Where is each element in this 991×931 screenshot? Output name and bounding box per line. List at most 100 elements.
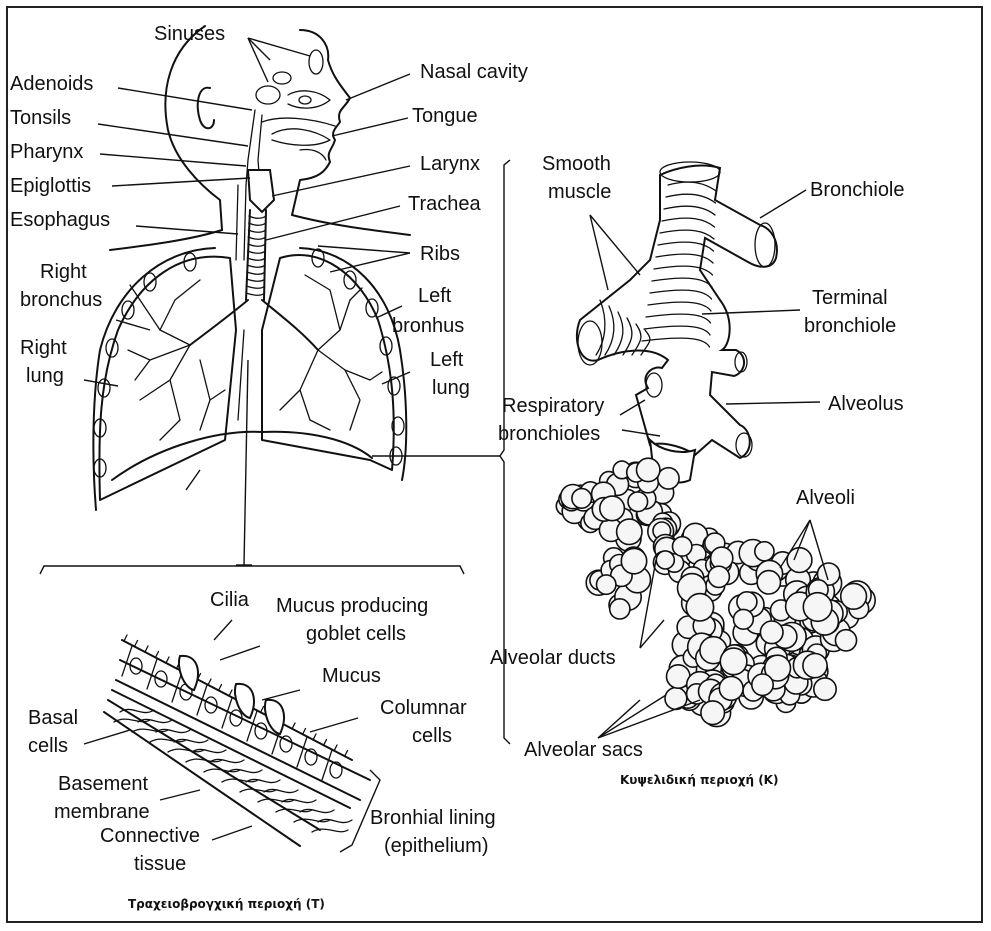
alveolus-ball — [686, 594, 713, 621]
alveolus-ball — [803, 654, 827, 678]
bronchus-branch — [160, 380, 180, 440]
bronchus-branch — [300, 350, 318, 420]
cilium — [345, 751, 348, 757]
label-alveolar-sacs: Alveolar sacs — [524, 739, 643, 761]
cell-wall — [322, 750, 332, 780]
alveolus-ball — [755, 542, 774, 561]
label-adenoids: Adenoids — [10, 73, 93, 95]
bronchus-branch — [310, 420, 330, 430]
alveolus-ball — [737, 592, 757, 612]
trachea-ring — [247, 258, 265, 260]
bronchiole-illustration — [577, 162, 777, 482]
trachea-ring — [248, 230, 265, 232]
trachea-ring — [247, 272, 265, 274]
label-left-lung-2: lung — [432, 377, 470, 399]
label-alveolus: Alveolus — [828, 393, 904, 415]
label-ribs: Ribs — [420, 243, 460, 265]
alveolus-ball — [701, 701, 725, 725]
rib-oval — [344, 271, 356, 289]
cilium — [313, 734, 316, 740]
label-epiglottis: Epiglottis — [10, 175, 91, 197]
label-basement-2: membrane — [54, 801, 150, 823]
bronchus-branch — [305, 275, 340, 330]
cilium — [219, 685, 222, 691]
label-respiratory-bronchioles-2: bronchioles — [498, 423, 600, 445]
caption-tracheobronchial-region: Τραχειοβρογχική περιοχή (Τ) — [128, 897, 325, 911]
label-esophagus: Esophagus — [10, 209, 110, 231]
label-pharynx: Pharynx — [10, 141, 83, 163]
alveolus-ball — [835, 630, 856, 651]
label-sinuses: Sinuses — [154, 23, 225, 45]
label-left-lung-1: Left — [430, 349, 464, 371]
trachea-illustration — [246, 210, 266, 300]
bronchus-branch — [210, 390, 225, 400]
alveolus-ball — [597, 575, 616, 594]
alveolus-ball — [708, 566, 729, 587]
cell-wall — [172, 672, 182, 702]
cilium — [292, 723, 295, 729]
alveolus-ball — [720, 648, 747, 675]
trachea-ring — [247, 265, 265, 267]
alveolus-ball — [658, 468, 679, 489]
cilium — [324, 740, 327, 746]
trachea-ring — [249, 216, 266, 218]
cilium — [334, 745, 337, 751]
bronchus-branch — [280, 390, 300, 410]
alveolus-ball — [628, 492, 648, 512]
cilium — [261, 707, 264, 713]
alveolus-ball — [621, 548, 646, 573]
label-terminal-bronchiole-2: bronchiole — [804, 315, 896, 337]
alveolus-ball — [617, 519, 642, 544]
label-connective-2: tissue — [134, 853, 186, 875]
bronchus-branch — [318, 350, 370, 380]
label-connective-1: Connective — [100, 825, 200, 847]
cilium — [208, 679, 211, 685]
alveolus-ball — [841, 583, 867, 609]
goblet-cell — [235, 684, 254, 718]
cilium — [124, 635, 127, 641]
label-basement-1: Basement — [58, 773, 148, 795]
trachea-ring — [246, 279, 264, 281]
goblet-cell — [265, 700, 284, 734]
label-smooth-muscle-1: Smooth — [542, 153, 611, 175]
lungs-illustration — [93, 248, 406, 565]
cilium — [135, 641, 138, 647]
cilium — [145, 646, 148, 652]
alveolus-ball — [656, 551, 674, 569]
caption-alveolar-region: Κυψελιδική περιοχή (Κ) — [620, 773, 778, 787]
alveolus-ball — [803, 593, 832, 622]
label-alveoli: Alveoli — [796, 487, 855, 509]
alveolus-ball — [610, 599, 630, 619]
cilium — [156, 652, 159, 658]
alveolus-ball — [637, 458, 660, 481]
trachea-ring — [246, 286, 264, 288]
label-columnar-1: Columnar — [380, 697, 467, 719]
label-right-bronchus-1: Right — [40, 261, 87, 283]
label-left-bronhus-1: Left — [418, 285, 452, 307]
bronchus-branch — [345, 370, 360, 430]
bronchus-branch — [350, 288, 362, 300]
alveolus-ball — [719, 677, 743, 701]
label-larynx: Larynx — [420, 153, 480, 175]
bronchus-branch — [140, 345, 190, 400]
cell-wall — [297, 737, 307, 767]
label-columnar-2: cells — [412, 725, 452, 747]
alveolus-ball — [760, 621, 783, 644]
rib-oval — [388, 377, 400, 395]
trachea-ring — [249, 223, 266, 225]
alveolus-ball — [572, 489, 592, 509]
bronchus-branch — [160, 280, 200, 330]
alveolus-ball — [757, 571, 780, 594]
bronchus-branch — [128, 345, 190, 360]
label-cilia: Cilia — [210, 589, 250, 611]
label-lining-1: Bronhial lining — [370, 807, 496, 829]
cell-nucleus — [255, 723, 267, 739]
label-nasal-cavity: Nasal cavity — [420, 61, 528, 83]
label-bronchiole: Bronchiole — [810, 179, 905, 201]
label-alveolar-ducts: Alveolar ducts — [490, 647, 616, 669]
cilium — [229, 690, 232, 696]
alveolus-ball — [752, 674, 773, 695]
label-basal-1: Basal — [28, 707, 78, 729]
label-tongue: Tongue — [412, 105, 478, 127]
alveolus-ball — [814, 678, 836, 700]
